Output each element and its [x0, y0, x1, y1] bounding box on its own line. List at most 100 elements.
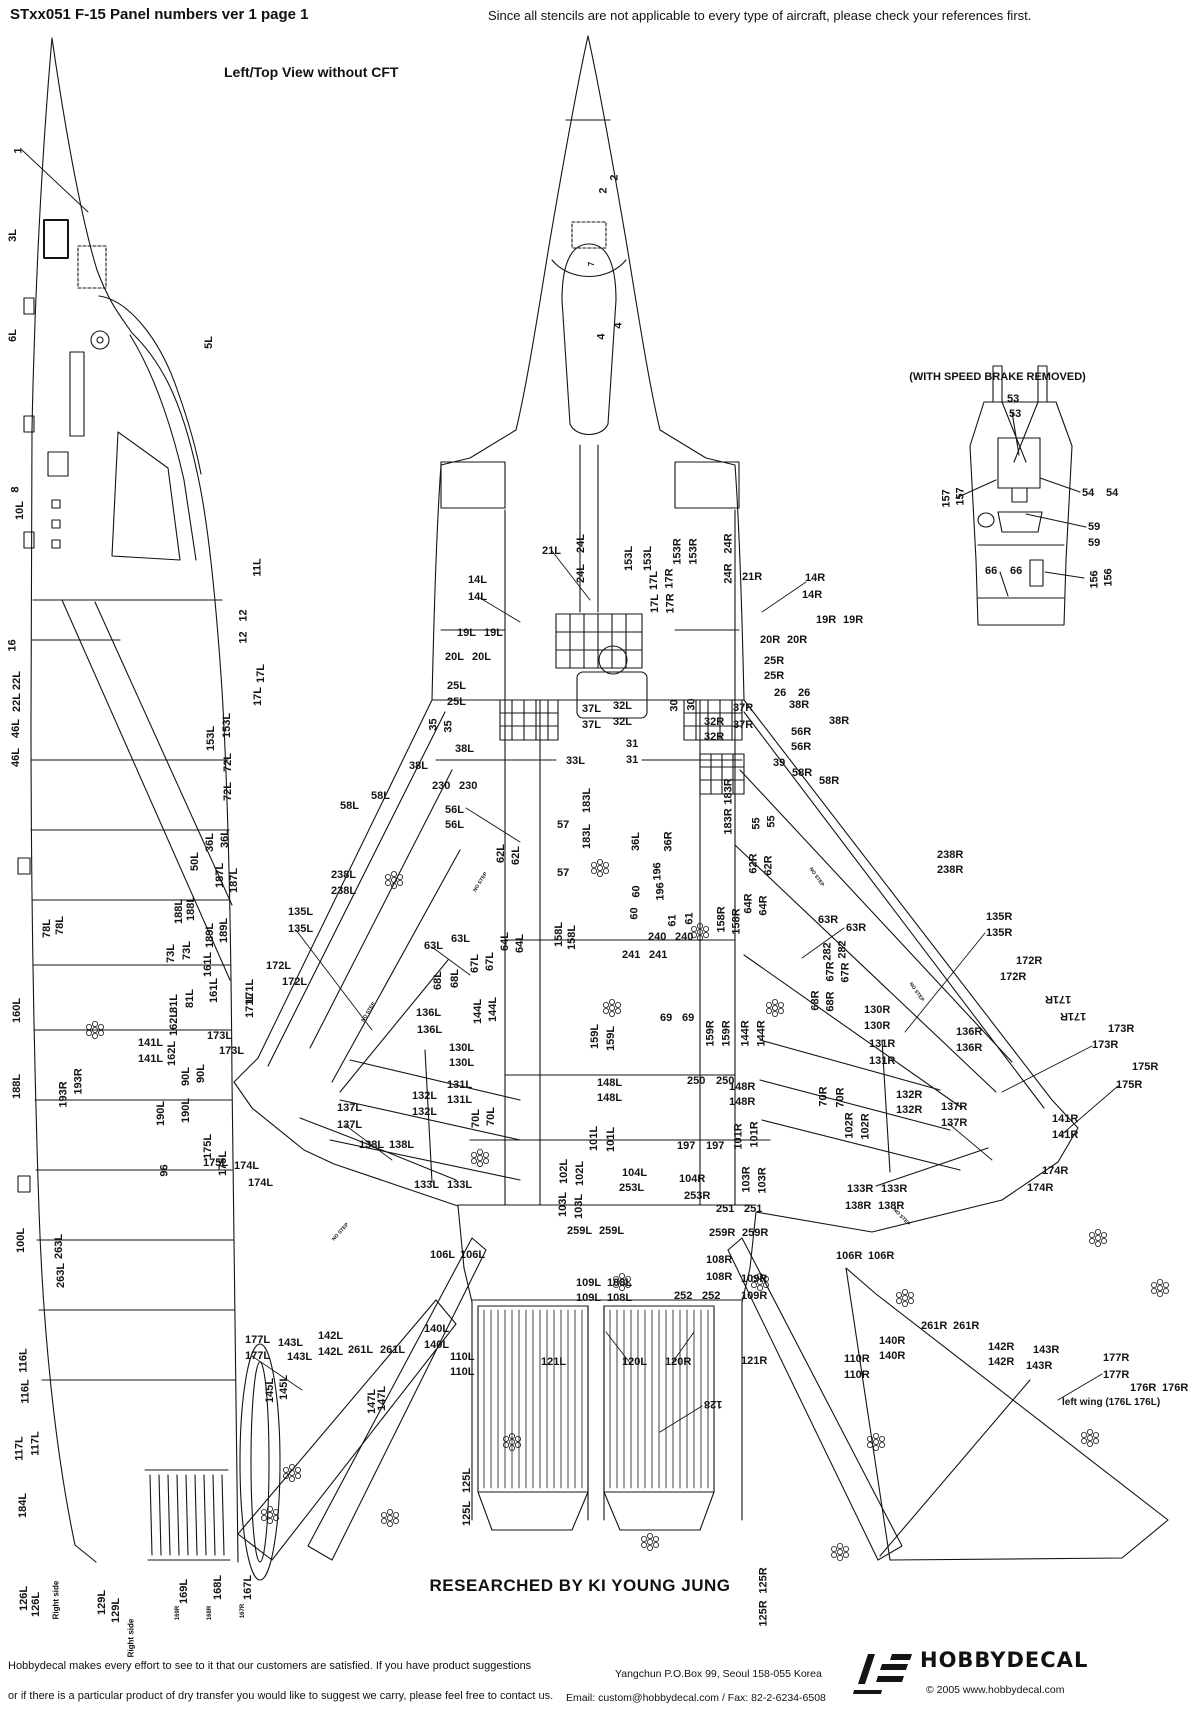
panel-number-label: 183L [581, 823, 594, 850]
panel-number-label: 116L [19, 1379, 32, 1404]
panel-number-label: 142L [318, 1330, 344, 1342]
panel-number-label: 148L [597, 1092, 623, 1104]
panel-number-label: 72L [221, 753, 234, 772]
panel-number-label: 240 [648, 931, 667, 943]
panel-number-label: 130L [449, 1057, 475, 1069]
panel-number-label: 10L [13, 501, 26, 520]
panel-number-label: 5L [202, 336, 215, 349]
panel-number-label: 126L [30, 1591, 43, 1618]
panel-number-label: 157 [954, 487, 967, 506]
panel-number-label: 24R [722, 533, 735, 554]
panel-number-label: 261R [921, 1320, 948, 1332]
panel-number-label: 58L [340, 800, 359, 812]
panel-number-label: 135R [986, 927, 1013, 939]
panel-number-label: 169L [178, 1578, 191, 1605]
panel-number-label: 24L [574, 564, 587, 583]
panel-number-label: 70L [469, 1109, 482, 1128]
panel-number-label: 60 [628, 907, 641, 920]
panel-number-label: 63L [451, 933, 470, 945]
footer-support-line2: or if there is a particular product of d… [8, 1690, 554, 1702]
stencil-notice: Since all stencils are not applicable to… [488, 8, 1032, 23]
panel-number-label: 24L [574, 534, 587, 553]
panel-number-label: 63R [818, 914, 839, 926]
panel-number-label: 67R [839, 962, 852, 983]
panel-number-label: 158L [553, 921, 566, 948]
panel-number-label: 36L [629, 832, 642, 851]
panel-number-label: 55 [750, 817, 763, 830]
panel-number-label: 14L [468, 591, 487, 603]
panel-number-label: 70L [484, 1107, 497, 1126]
panel-number-label: 60 [630, 885, 643, 898]
researcher-credit: RESEARCHED BY KI YOUNG JUNG [429, 1576, 731, 1595]
panel-number-label: 32L [613, 716, 632, 728]
panel-number-label: 67L [468, 954, 481, 973]
panel-number-label: 55 [765, 815, 778, 828]
panel-number-label: 174R [1027, 1182, 1054, 1194]
panel-number-label: 61 [683, 912, 696, 925]
panel-number-label: 110L [450, 1351, 475, 1363]
panel-number-label: 121R [741, 1355, 768, 1367]
panel-number-label: 39 [773, 757, 786, 769]
panel-number-label: 261R [953, 1320, 980, 1332]
panel-number-label: 250 [716, 1075, 735, 1087]
panel-number-label: 36L [203, 833, 216, 852]
panel-number-label: 19R [816, 614, 837, 626]
panel-number-label: 282 [821, 942, 834, 961]
panel-number-label: 63R [846, 922, 867, 934]
panel-number-label: 184L [17, 1492, 30, 1519]
panel-number-label: 137R [941, 1101, 968, 1113]
panel-number-label: 197 [677, 1140, 696, 1152]
panel-number-label: 53 [1007, 393, 1020, 405]
panel-number-label: 25R [764, 670, 785, 682]
panel-number-label: 135R [986, 911, 1013, 923]
panel-number-label: 59 [1088, 537, 1101, 549]
panel-number-label: 117L [29, 1431, 42, 1456]
panel-number-label: 129L [110, 1597, 123, 1624]
panel-number-label: 131R [869, 1038, 896, 1050]
panel-number-label: 137L [337, 1119, 363, 1131]
panel-number-label: 72L [221, 782, 234, 801]
panel-number-label: 31 [626, 754, 639, 766]
panel-number-label: 33L [566, 755, 585, 767]
hobbydecal-logo-icon [853, 1654, 912, 1694]
panel-number-label: 145L [264, 1377, 277, 1404]
panel-number-label: 156 [1088, 570, 1101, 589]
panel-number-label: 35 [427, 718, 440, 731]
panel-number-label: 3L [6, 229, 19, 242]
speed-brake-detail-drawing [955, 365, 1087, 626]
panel-number-label: 250 [687, 1075, 706, 1087]
panel-number-label: 108R [706, 1271, 733, 1283]
panel-number-label: 174L [234, 1160, 260, 1172]
panel-number-label: 12 [237, 631, 250, 644]
panel-number-label: 175R [1132, 1061, 1159, 1073]
panel-number-label: 90L [179, 1067, 192, 1086]
panel-number-label: 20L [472, 651, 491, 663]
panel-number-label: 252 [674, 1290, 693, 1302]
panel-number-label: 153L [221, 712, 234, 739]
panel-number-label: 106R [868, 1250, 895, 1262]
panel-number-label: 121L [541, 1356, 567, 1368]
panel-number-label: 102R [843, 1112, 856, 1139]
panel-number-label: 56R [791, 741, 812, 753]
panel-number-label: 171R [1060, 1010, 1087, 1022]
panel-number-label: 131R [869, 1055, 896, 1067]
panel-number-label: 56L [445, 819, 464, 831]
panel-number-label: 17L [254, 664, 267, 683]
panel-number-label: 172L [282, 976, 308, 988]
panel-number-label: 2 [608, 174, 621, 181]
panel-number-label: 68L [431, 971, 444, 990]
panel-number-label: 125R [757, 1567, 770, 1594]
panel-number-label: 161L [208, 977, 221, 1004]
sheet-title: STxx051 F-15 Panel numbers ver 1 page 1 [10, 6, 309, 23]
panel-number-label: 56R [791, 726, 812, 738]
panel-number-label: 125L [461, 1467, 474, 1494]
panel-number-label: 251 [744, 1203, 763, 1215]
panel-number-label: 24R [722, 563, 735, 584]
side-view-drawing [17, 37, 281, 1581]
panel-number-label: 17L [648, 594, 661, 613]
panel-number-label: 175L [203, 1157, 229, 1169]
panel-number-label: 69 [682, 1012, 695, 1024]
panel-number-label: 143R [1026, 1360, 1053, 1372]
panel-number-label: 66 [985, 565, 998, 577]
